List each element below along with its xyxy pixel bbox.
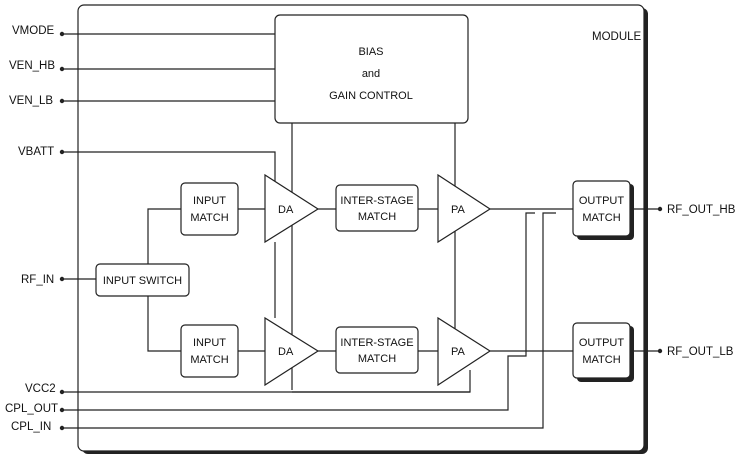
power-amplifier-hb: PA [437, 173, 492, 244]
input-match-lb-block: INPUT MATCH [180, 324, 239, 378]
output-match-hb-label-2: MATCH [582, 212, 620, 224]
input-match-hb-label-2: MATCH [190, 212, 228, 224]
input-match-hb-block: INPUT MATCH [180, 182, 239, 236]
input-switch-label: INPUT SWITCH [103, 275, 182, 287]
wires [62, 33, 660, 429]
output-match-lb-label-2: MATCH [582, 354, 620, 366]
output-match-lb-block: OUTPUT MATCH [572, 322, 634, 382]
bias-gain-control-block: BIAS and GAIN CONTROL [274, 14, 469, 124]
interstage-lb-label-2: MATCH [358, 353, 396, 365]
pin-label-ven-lb: VEN_LB [9, 95, 53, 107]
pa-hb-label: PA [451, 204, 466, 216]
pin-label-cpl-out: CPL_OUT [5, 403, 58, 415]
input-match-hb-label-1: INPUT [193, 195, 226, 207]
output-match-hb-label-1: OUTPUT [579, 195, 625, 207]
output-match-hb-block: OUTPUT MATCH [572, 180, 634, 240]
input-match-lb-label-2: MATCH [190, 354, 228, 366]
pin-dots [59, 31, 663, 431]
bias-label-2: and [362, 68, 380, 80]
interstage-match-lb-block: INTER-STAGE MATCH [335, 326, 419, 374]
bias-label-3: GAIN CONTROL [329, 90, 413, 102]
interstage-lb-label-1: INTER-STAGE [340, 337, 413, 349]
da-lb-label: DA [278, 346, 294, 358]
da-hb-label: DA [278, 204, 294, 216]
pin-label-vbatt: VBATT [18, 146, 54, 158]
input-switch-block: INPUT SWITCH [95, 263, 190, 297]
driver-amplifier-hb: DA [264, 173, 320, 244]
pin-label-vcc2: VCC2 [25, 383, 56, 395]
pin-label-cpl-in: CPL_IN [11, 421, 51, 433]
pin-label-rf-out-hb: RF_OUT_HB [667, 204, 736, 216]
input-match-lb-label-1: INPUT [193, 337, 226, 349]
pin-label-rf-in: RF_IN [21, 274, 54, 286]
module-label: MODULE [592, 31, 642, 43]
output-match-lb-label-1: OUTPUT [579, 337, 625, 349]
interstage-match-hb-block: INTER-STAGE MATCH [335, 184, 419, 232]
pin-label-ven-hb: VEN_HB [9, 60, 55, 72]
bias-label-1: BIAS [358, 46, 383, 58]
interstage-hb-label-2: MATCH [358, 211, 396, 223]
driver-amplifier-lb: DA [264, 316, 320, 387]
power-amplifier-lb: PA [437, 316, 492, 387]
interstage-hb-label-1: INTER-STAGE [340, 195, 413, 207]
pin-label-vmode: VMODE [12, 25, 55, 37]
pin-label-rf-out-lb: RF_OUT_LB [667, 346, 734, 358]
pa-lb-label: PA [451, 346, 466, 358]
